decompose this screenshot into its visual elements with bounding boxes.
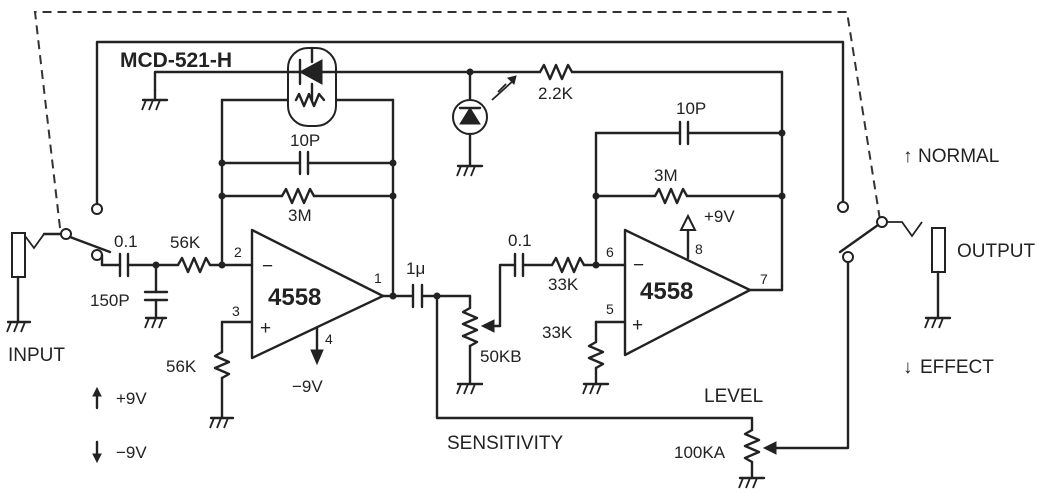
feedback-resistor-1 [280,187,316,205]
feedback-resistor-2-label: 3M [654,166,678,185]
output-label: OUTPUT [957,241,1036,262]
effect-label: EFFECT [920,357,994,378]
shunt-capacitor-label: 150P [90,291,130,310]
effect-arrow: ↓ [903,357,913,378]
ground-symbol-input [6,320,32,333]
supply-plus-label: +9V [704,207,735,226]
normal-label: NORMAL [918,146,999,167]
opamp-2-plus: + [632,315,643,336]
normal-arrow: ↑ [903,146,913,167]
opamp-2-pin-5: 5 [606,301,614,317]
output-switch [837,201,888,263]
photocoupler-label: MCD-521-H [120,49,232,72]
opamp-1-plus: + [260,318,271,339]
bias-resistor-1 [209,320,235,429]
level-pot-label: 100KA [674,443,726,462]
coupling-capacitor-2-label: 0.1 [508,231,532,250]
sensitivity-pot [461,306,495,348]
opamp-1-pin-1: 1 [374,270,382,286]
legend-plus-label: +9V [116,389,147,408]
ground-level [738,476,766,489]
level-label: LEVEL [704,386,763,407]
sensitivity-label: SENSITIVITY [447,433,563,454]
sensitivity-pot-label: 50KB [480,347,522,366]
output-jack [924,227,952,329]
legend-plus-arrow [92,386,102,410]
led-resistor-label: 2.2K [538,84,574,103]
feedback-resistor-1-label: 3M [288,206,312,225]
opamp-1-pin-2: 2 [234,244,242,260]
input-resistor-2-label: 33K [548,275,579,294]
photocoupler [287,46,337,127]
led [452,75,517,135]
feedback-capacitor-1-label: 10P [290,131,320,150]
shunt-capacitor [143,263,169,329]
opamp-2-label: 4558 [640,278,693,305]
ground-led [456,164,484,177]
opamp-2-pin-6: 6 [606,244,614,260]
opamp-2-minus: − [633,255,644,276]
input-resistor-2 [550,256,586,274]
footswitch-linkage [33,11,881,229]
opamp-1-minus: − [262,256,273,277]
feedback-capacitor-2-label: 10P [676,99,706,118]
opamp-2 [623,228,752,357]
feedback-resistor-2 [653,187,689,205]
input-capacitor-label: 0.1 [114,232,138,251]
bias-resistor-2 [582,320,610,395]
input-label: INPUT [8,345,65,366]
input-resistor-label: 56K [170,233,201,252]
ground-photocoupler [141,88,169,111]
legend-minus-label: −9V [116,443,147,462]
input-switch [60,203,112,261]
ground-sensitivity [456,382,484,395]
opamp-1-pin-3: 3 [232,303,240,319]
level-pot [743,428,777,464]
supply-minus-label: −9V [292,377,323,396]
bias-resistor-1-label: 56K [166,357,197,376]
input-resistor [176,256,212,274]
opamp-2-pin-8: 8 [695,241,703,257]
opamp-1-label: 4558 [268,284,321,311]
coupling-capacitor-1u-label: 1μ [406,259,425,278]
coupling-capacitor-1u [411,283,424,309]
opamp-1-pin-4: 4 [325,331,333,347]
input-jack [11,232,64,324]
bias-resistor-2-label: 33K [542,323,573,342]
legend-minus-arrow [92,440,102,464]
led-resistor [538,63,574,81]
opamp-2-pin-7: 7 [760,271,768,287]
bypass-wire [95,40,845,206]
